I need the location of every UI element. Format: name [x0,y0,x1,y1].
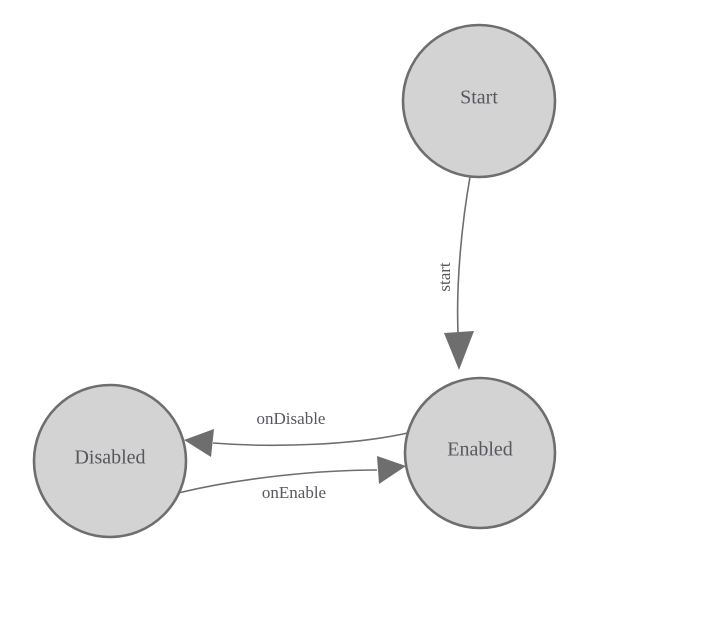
edge-disabled-to-enabled-arrowhead [377,456,406,484]
edge-disabled-to-enabled-line [177,469,378,494]
edge-start-to-enabled-arrowhead [444,331,474,370]
edge-enabled-to-disabled[interactable]: onDisable [184,409,413,457]
node-disabled-label: Disabled [74,447,145,469]
edge-label-start: start [435,262,454,292]
edge-enabled-to-disabled-line [212,431,413,447]
node-enabled-label: Enabled [447,439,513,461]
edge-start-to-enabled-line [456,176,471,333]
node-start-label: Start [460,87,498,109]
node-enabled-circle [403,376,557,530]
node-enabled[interactable]: Enabled [403,376,557,530]
edge-enabled-to-disabled-arrowhead [184,429,214,457]
edge-start-to-enabled[interactable]: start [435,176,474,370]
node-disabled[interactable]: Disabled [32,383,188,539]
node-start[interactable]: Start [401,23,557,179]
edge-label-ondisable: onDisable [257,409,326,428]
node-disabled-circle [32,383,188,539]
node-start-circle [401,23,557,179]
edge-label-onenable: onEnable [262,483,326,502]
edge-disabled-to-enabled[interactable]: onEnable [177,456,406,502]
